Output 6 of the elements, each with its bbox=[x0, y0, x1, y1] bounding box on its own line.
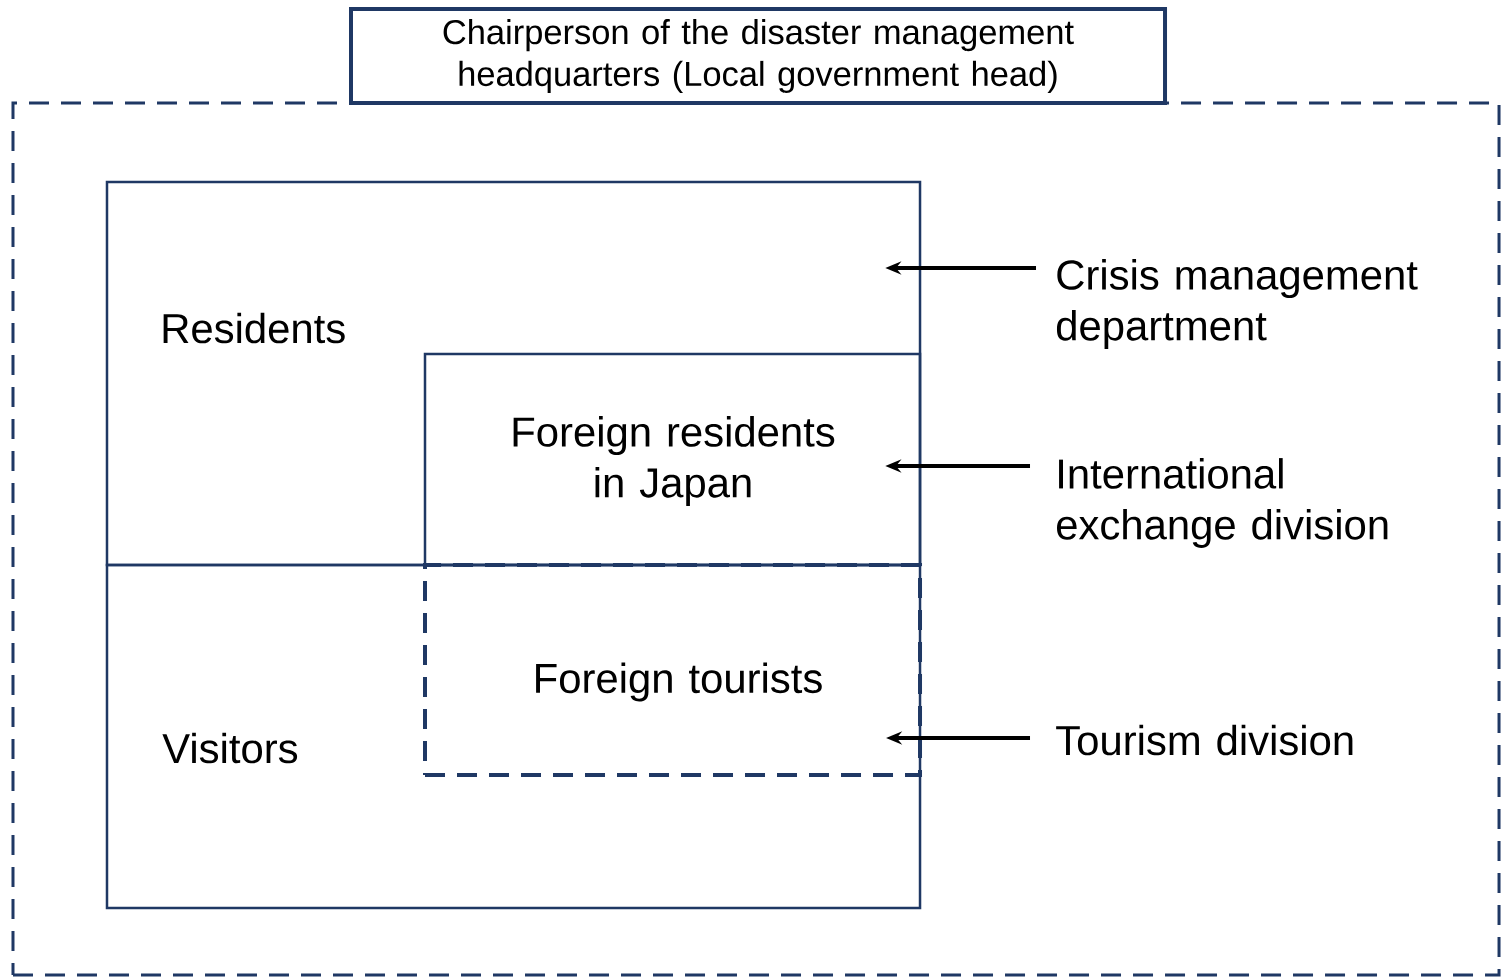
dashed-group-box: Foreign tourists bbox=[423, 563, 922, 777]
group-box: Foreign residents in Japan bbox=[423, 352, 922, 567]
department-label: Crisis management department bbox=[1056, 259, 1418, 349]
department-label: International exchange division bbox=[1057, 458, 1388, 548]
department-label: Tourism division bbox=[1056, 724, 1353, 756]
title-box: Chairperson of the disaster management headquarters (Local government head) bbox=[349, 7, 1167, 105]
